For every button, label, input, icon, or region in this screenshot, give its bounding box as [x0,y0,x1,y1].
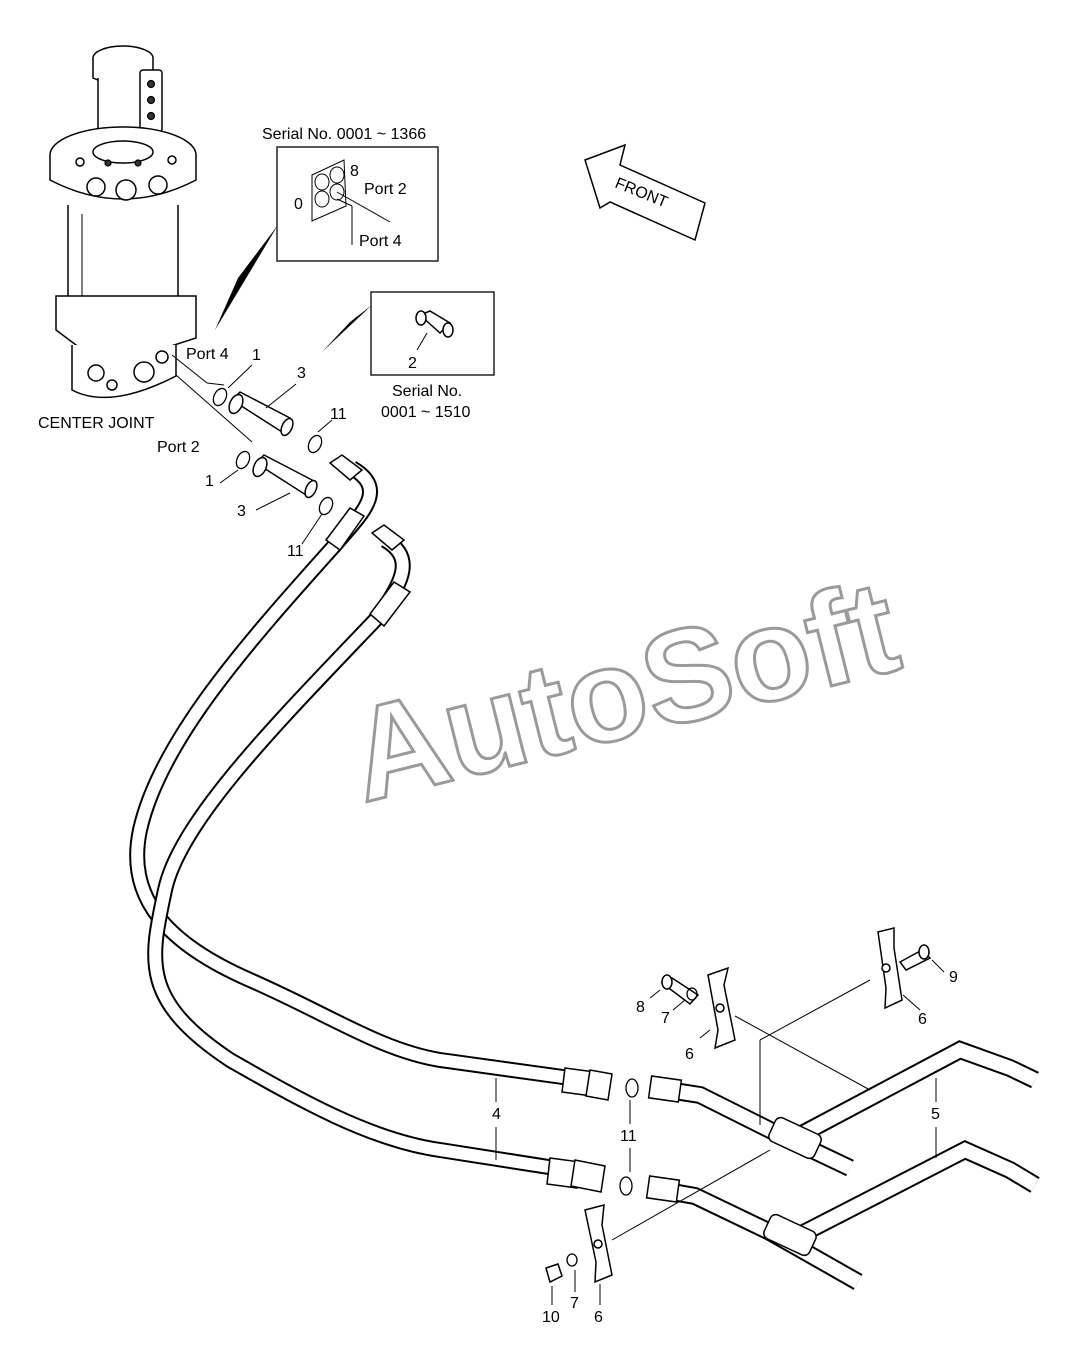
clamp-right-top [877,927,903,1010]
bolt-9 [898,944,932,971]
callout-3-upper: 3 [297,365,306,382]
inset-b-serial-label: Serial No. [392,383,462,400]
callout-6-left: 6 [685,1046,694,1063]
watermark: AutoSoft [335,552,911,829]
steel-pipe-upper [647,1040,1039,1177]
center-joint-assembly [49,45,197,399]
inset-a-number-0: 0 [294,196,303,213]
upper-adapter-group [212,387,323,454]
callout-11-bottom: 11 [620,1128,637,1145]
inset-a-number-8: 8 [350,163,359,180]
steel-pipe-lower [645,1140,1040,1290]
inset-b-number-2: 2 [408,355,417,372]
callout-1-upper: 1 [252,347,261,364]
callout-11-upper: 11 [330,406,347,423]
front-direction-arrow: FRONT [584,143,706,242]
callout-3-lower: 3 [237,503,246,520]
hose-upper [129,454,639,1101]
callout-8: 8 [636,999,645,1016]
callout-6-right: 6 [918,1011,927,1028]
callout-7-upper: 7 [661,1010,670,1027]
clamp-bottom [584,1203,613,1284]
callout-11-lower: 11 [287,543,304,560]
inset-b-serial-range: 0001 ~ 1510 [381,404,471,421]
hose-lower [147,524,633,1196]
callout-6-bottom: 6 [594,1309,603,1326]
inset-a-port2-label: Port 2 [364,181,407,198]
callout-4: 4 [492,1106,501,1123]
nut-10-and-washer-7 [545,1253,578,1284]
port4-label: Port 4 [186,346,229,363]
port2-label: Port 2 [157,439,200,456]
callout-10: 10 [542,1309,560,1326]
callout-7-lower: 7 [570,1295,579,1312]
callout-9: 9 [949,969,958,986]
callout-1-lower: 1 [205,473,214,490]
bolt-8 [660,974,700,1006]
inset-box-serial-1510: 2 Serial No. 0001 ~ 1510 [322,291,495,421]
lower-adapter-group [235,450,334,516]
inset-a-port4-label: Port 4 [359,233,402,250]
inset-a-serial-label: Serial No. 0001 ~ 1366 [262,126,426,143]
center-joint-label: CENTER JOINT [38,415,155,432]
callout-5: 5 [931,1106,940,1123]
clamp-left-top [707,966,736,1050]
inset-box-serial-1366: Serial No. 0001 ~ 1366 8 0 Port 2 Port 4 [215,126,439,330]
